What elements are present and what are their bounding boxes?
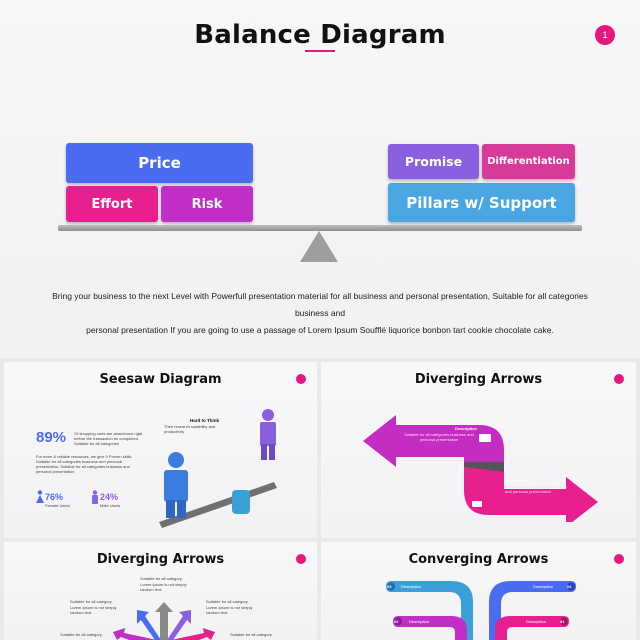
description-top-text: Suitable for all categories business and… (404, 432, 474, 442)
thumbnail-title: Diverging Arrows (414, 372, 543, 387)
label-top: Suitable for all category. (140, 576, 183, 581)
effort-block[interactable]: Effort (66, 186, 158, 222)
pillars-support-block[interactable]: Pillars w/ Support (388, 183, 575, 222)
male-user-icon (92, 490, 98, 504)
page-number-badge: 1 (595, 25, 615, 45)
thumbnail-title: Converging Arrows (408, 552, 549, 567)
description-bottom-text: Suitable for all categories business and… (505, 484, 567, 494)
body-text: For more & reliable resources, we give 5… (36, 454, 133, 474)
differentiation-block[interactable]: Differentiation (482, 144, 575, 179)
item-4-number: 04 (567, 584, 572, 589)
title-underline (305, 50, 335, 52)
callout-title: Hard to Think (190, 418, 219, 423)
item-3-label: Description (401, 584, 422, 589)
item-4-label: Description (533, 584, 554, 589)
callout-text: Their research suitability and productiv… (164, 424, 216, 434)
label-left: Suitable for all category. (70, 599, 113, 604)
price-block[interactable]: Price (66, 143, 253, 183)
item-1-label: Description (526, 619, 547, 624)
slide-description: Bring your business to the next Level wi… (40, 288, 600, 339)
description-bottom-title: Description (505, 478, 528, 483)
seesaw-figures-illustration (159, 409, 277, 528)
thumbnail-diverging-arrows[interactable]: Diverging Arrows Description Suitable fo… (321, 362, 636, 538)
thumbnail-seesaw-diagram[interactable]: Seesaw Diagram 89% Of shopping carts are… (4, 362, 317, 538)
male-label: Male Users (100, 503, 121, 508)
promise-block[interactable]: Promise (388, 144, 479, 179)
label-bottom-left: Suitable for all category. (60, 632, 103, 637)
description-line-2: personal presentation If you are going t… (86, 325, 554, 335)
description-top-title: Description (455, 426, 478, 431)
page-number-badge (614, 374, 624, 384)
page-number-badge (296, 374, 306, 384)
thumbnail-diverging-arrows-radial[interactable]: Diverging Arrows Suitable for all catego… (4, 542, 317, 640)
risk-block[interactable]: Risk (161, 186, 253, 222)
thumbnail-converging-arrows[interactable]: Converging Arrows 03 Description 04 Desc… (321, 542, 636, 640)
percent-text: Of shopping carts are abandoned right be… (74, 431, 143, 446)
item-2-number: 02 (394, 619, 399, 624)
converging-arrows-illustration (386, 581, 576, 640)
seesaw-fulcrum (300, 231, 338, 262)
label-right-detail: Lorem Ipsum is not simply random text. (206, 605, 253, 615)
description-line-1: Bring your business to the next Level wi… (52, 291, 588, 318)
label-right: Suitable for all category. (206, 599, 249, 604)
diverging-arrows-illustration (363, 415, 598, 522)
female-stat: 76% (45, 492, 64, 502)
female-user-icon (36, 490, 44, 503)
label-bottom-right: Suitable for all category. (230, 632, 273, 637)
item-2-label: Description (409, 619, 430, 624)
page-number-badge (296, 554, 306, 564)
page-number-badge (614, 554, 624, 564)
male-stat: 24% (100, 492, 119, 502)
main-slide[interactable]: Balance Diagram 1 Price Effort Risk Prom… (0, 0, 640, 358)
thumbnail-title: Diverging Arrows (96, 552, 225, 567)
item-3-number: 03 (387, 584, 392, 589)
label-left-detail: Lorem Ipsum is not simply random text. (70, 605, 117, 615)
slide-title: Balance Diagram (194, 20, 446, 50)
radial-arrows-illustration (113, 602, 215, 640)
thumbnail-title: Seesaw Diagram (99, 372, 222, 387)
female-label: Female Users (45, 503, 70, 508)
percent-stat: 89% (36, 429, 67, 446)
seesaw-beam (58, 225, 582, 231)
item-1-number: 01 (560, 619, 565, 624)
label-top-detail: Lorem Ipsum is not simply random text. (140, 582, 187, 592)
